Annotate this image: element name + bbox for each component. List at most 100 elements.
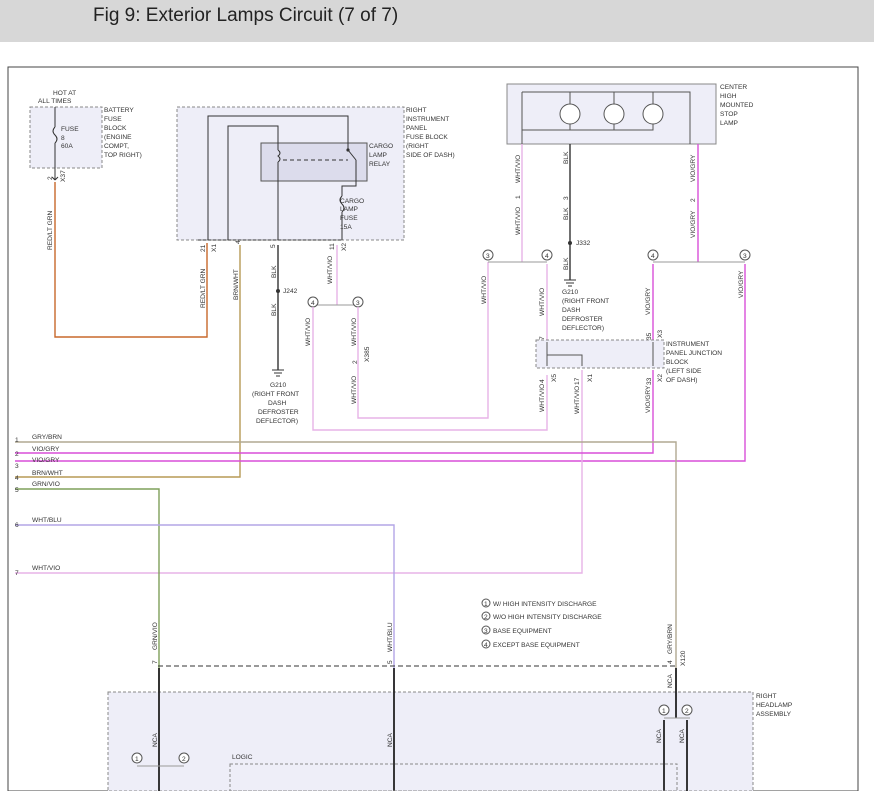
right-ip-fuse-block-label: RIGHT INSTRUMENT PANEL FUSE BLOCK (RIGHT… xyxy=(406,107,455,159)
connector-x37: X37 xyxy=(60,170,67,182)
diagram-label: X5 xyxy=(551,374,558,382)
wire-grn-vio-harness-5 xyxy=(15,488,160,700)
diagram-label: BLK xyxy=(271,265,278,278)
diagram-label: 4 xyxy=(651,253,655,260)
diagram-label: WHT/VIO xyxy=(32,565,60,572)
diagram-label: 2 xyxy=(484,614,488,621)
diagram-label: BLK xyxy=(563,207,570,220)
diagram-label: G210 xyxy=(270,382,286,389)
diagram-label: DEFROSTER xyxy=(258,409,299,416)
diagram-label: (LEFT SIDE xyxy=(666,368,702,375)
diagram-label: VIO/GRY xyxy=(32,446,60,453)
diagram-label: WHT/VIO xyxy=(351,318,358,346)
wire-gry-brn-harness-1 xyxy=(15,441,677,690)
battery-fuse-block xyxy=(29,106,103,169)
diagram-label: 5 xyxy=(387,660,394,664)
relay-coil-feed xyxy=(227,125,279,240)
diagram-label: HIGH xyxy=(720,93,737,100)
diagram-label: 1 xyxy=(15,437,19,444)
diagram-label: X1 xyxy=(211,244,218,252)
diagram-label: 15A xyxy=(340,224,352,231)
instrument-panel-junction-block xyxy=(535,339,665,369)
diagram-label: X120 xyxy=(680,650,687,666)
diagram-label: WHT/VIO xyxy=(539,288,546,316)
diagram-label: W/ HIGH INTENSITY DISCHARGE xyxy=(493,601,597,608)
right-headlamp-assembly xyxy=(107,691,754,791)
diagram-label: (RIGHT FRONT xyxy=(562,298,609,305)
diagram-label: LAMP xyxy=(369,152,388,159)
diagram-label: DASH xyxy=(562,307,581,314)
diagram-label: BASE EQUIPMENT xyxy=(493,628,552,635)
legend: 1 W/ HIGH INTENSITY DISCHARGE 2 W/O HIGH… xyxy=(481,598,602,649)
diagram-label: 1 xyxy=(135,756,139,763)
right-headlamp-label: RIGHT HEADLAMP ASSEMBLY xyxy=(756,693,793,718)
diagram-label: 17 xyxy=(574,377,581,385)
cargo-lamp-relay-label: CARGO LAMP RELAY xyxy=(369,143,393,168)
diagram-label: 33 xyxy=(646,377,653,385)
diagram-label: FUSE xyxy=(340,215,358,222)
diagram-label: 5 xyxy=(15,487,19,494)
relay-coil xyxy=(277,149,281,163)
diagram-label: X385 xyxy=(364,346,371,362)
diagram-label: GRY/BRN xyxy=(32,434,62,441)
diagram-label: NCA xyxy=(656,728,663,743)
cargo-lamp-relay xyxy=(260,142,368,182)
pin-label: 2 xyxy=(47,176,54,180)
diagram-label: BRN/WHT xyxy=(32,470,63,477)
diagram-label: WHT/VIO xyxy=(481,276,488,304)
diagram-label: GRN/VIO xyxy=(152,622,159,650)
diagram-label: X2 xyxy=(657,374,664,382)
diagram-label: 3 xyxy=(563,196,570,200)
diagram-label: WHT/BLU xyxy=(387,622,394,652)
diagram-label: WHT/VIO xyxy=(539,384,546,412)
diagram-label: 2 xyxy=(182,756,186,763)
cargo-lamp-fuse-symbol xyxy=(339,195,345,213)
diagram-label: TOP RIGHT) xyxy=(104,152,142,159)
diagram-label: FUSE xyxy=(61,126,79,133)
diagram-label: INSTRUMENT xyxy=(666,341,709,348)
diagram-label: 2 xyxy=(15,451,19,458)
fuse-8-label: FUSE 8 60A xyxy=(61,126,79,150)
wire-brn-wht xyxy=(15,245,241,478)
diagram-label: NCA xyxy=(667,673,674,688)
diagram-label: 4 xyxy=(235,240,242,244)
diagram-label: CARGO xyxy=(340,198,364,205)
diagram-label: NCA xyxy=(679,728,686,743)
diagram-label: NCA xyxy=(387,732,394,747)
diagram-frame xyxy=(7,66,859,791)
ground-symbol-right xyxy=(564,279,576,287)
wire-label-red-lt-grn: RED/LT GRN xyxy=(47,210,54,250)
chmsl-bulb-1 xyxy=(559,103,581,125)
diagram-label: VIO/GRY xyxy=(690,210,697,238)
diagram-label: DASH xyxy=(268,400,287,407)
diagram-label: 4 xyxy=(484,642,488,649)
diagram-label: SIDE OF DASH) xyxy=(406,152,455,159)
diagram-label: 7 xyxy=(539,336,546,340)
figure-header: Fig 9: Exterior Lamps Circuit (7 of 7) xyxy=(0,0,874,42)
splice-j242 xyxy=(276,289,280,293)
diagram-label: LAMP xyxy=(720,120,739,127)
diagram-label: VIO/GRY xyxy=(690,154,697,182)
diagram-label: 4 xyxy=(311,300,315,307)
diagram-label: CENTER xyxy=(720,84,747,91)
diagram-label: (RIGHT FRONT xyxy=(252,391,299,398)
wire-vio-gry-base xyxy=(15,264,746,462)
wire-wht-vio-except-base xyxy=(312,307,548,431)
diagram-label: 7 xyxy=(15,570,19,577)
diagram-label: 3 xyxy=(486,253,490,260)
diagram-label: INSTRUMENT xyxy=(406,116,449,123)
diagram-label: 4 xyxy=(667,660,674,664)
diagram-label: PANEL xyxy=(406,125,427,132)
figure-title: Fig 9: Exterior Lamps Circuit (7 of 7) xyxy=(93,5,399,26)
diagram-label: 11 xyxy=(329,243,336,250)
g210-left-label: G210 (RIGHT FRONT DASH DEFROSTER DEFLECT… xyxy=(252,382,299,425)
diagram-label: 60A xyxy=(61,143,73,150)
wire-wht-vio-harness-7 xyxy=(15,370,583,574)
wire-wht-vio-base xyxy=(357,262,489,419)
diagram-label: RIGHT xyxy=(756,693,777,700)
diagram-label: 21 xyxy=(200,244,207,252)
logic-box xyxy=(229,763,678,791)
diagram-label: 4 xyxy=(539,379,546,383)
diagram-label: 2 xyxy=(352,360,359,364)
